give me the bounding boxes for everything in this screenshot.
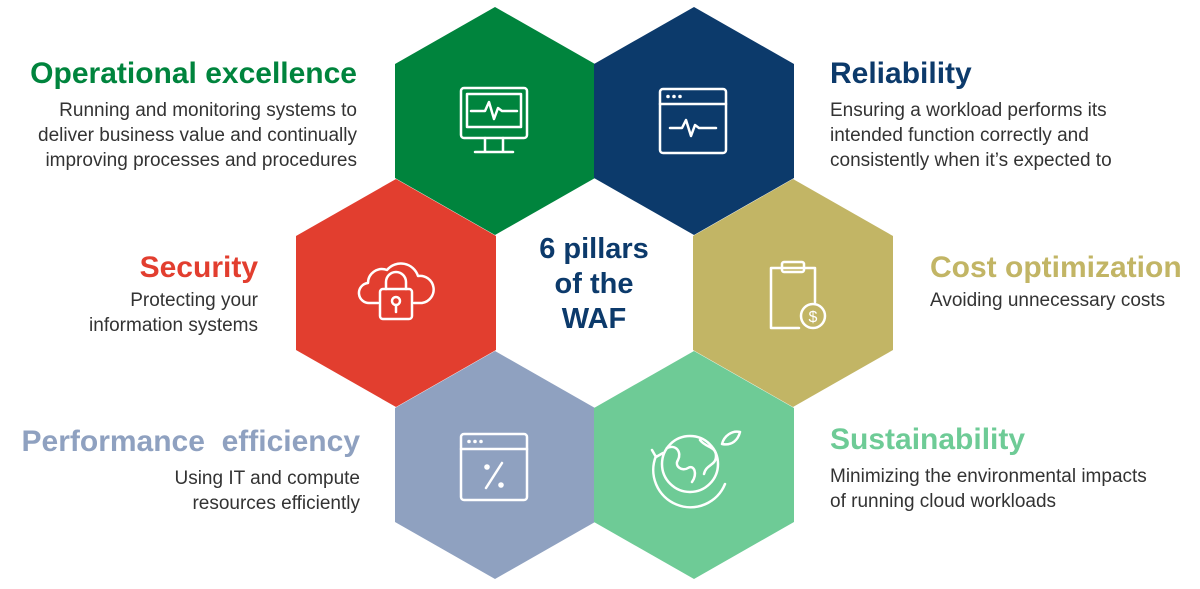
- pillar-title: Sustainability: [830, 423, 1026, 456]
- center-line-1: 6 pillars: [539, 233, 649, 265]
- desc-line: improving processes and procedures: [45, 150, 357, 171]
- pillar-title: Operational excellence: [30, 57, 357, 90]
- pillar-description: Running and monitoring systems to delive…: [30, 98, 357, 173]
- hex-sustainability: [594, 351, 794, 579]
- desc-line: Minimizing the environmental impacts: [830, 466, 1147, 487]
- pillar-performance-efficiency: Performance efficiency Using IT and comp…: [22, 424, 360, 516]
- desc-line: Running and monitoring systems to: [59, 100, 357, 121]
- pillar-reliability: Reliability Ensuring a workload performs…: [830, 56, 1112, 173]
- hex-reliability: [594, 7, 794, 235]
- desc-line: consistently when it’s expected to: [830, 150, 1112, 171]
- pillar-operational-excellence: Operational excellence Running and monit…: [30, 56, 357, 173]
- hex-security: [296, 179, 496, 407]
- pillar-title: Security: [139, 251, 258, 284]
- pillar-security: Security Protecting your information sys…: [89, 250, 258, 338]
- pillar-description: Using IT and compute resources efficient…: [22, 466, 360, 516]
- hex-operational-excellence: [395, 7, 595, 235]
- clipboard-dollar-icon: [769, 260, 827, 330]
- hex-performance-efficiency: [395, 351, 595, 579]
- dollar-glyph: $: [809, 309, 818, 326]
- desc-line: Ensuring a workload performs its: [830, 100, 1107, 121]
- desc-line: Avoiding unnecessary costs: [930, 290, 1166, 311]
- desc-line: Protecting your: [130, 290, 258, 311]
- window-pulse-icon: [658, 87, 728, 155]
- pillar-title: Reliability: [830, 57, 972, 90]
- pillar-cost-optimization: Cost optimization Avoiding unnecessary c…: [930, 250, 1182, 313]
- pillar-description: Protecting your information systems: [89, 288, 258, 338]
- desc-line: information systems: [89, 315, 258, 336]
- globe-leaf-icon: [650, 430, 742, 509]
- desc-line: of running cloud workloads: [830, 491, 1057, 512]
- hex-cost-optimization: $: [693, 179, 893, 407]
- pillar-title: Performance efficiency: [21, 425, 360, 458]
- center-line-3: WAF: [561, 303, 627, 335]
- pillar-description: Avoiding unnecessary costs: [930, 288, 1182, 313]
- desc-line: resources efficiently: [192, 493, 360, 514]
- desc-line: Using IT and compute: [174, 468, 360, 489]
- desc-line: deliver business value and continually: [38, 125, 357, 146]
- pillar-title: Cost optimization: [930, 251, 1182, 284]
- cloud-lock-icon: [357, 262, 435, 321]
- pillar-description: Ensuring a workload performs its intende…: [830, 98, 1112, 173]
- pillar-sustainability: Sustainability Minimizing the environmen…: [830, 422, 1147, 514]
- window-percent-icon: [459, 432, 529, 502]
- diagram-center-title: 6 pillars of the WAF: [500, 232, 688, 337]
- desc-line: intended function correctly and: [830, 125, 1089, 146]
- center-line-2: of the: [554, 268, 634, 300]
- pillar-description: Minimizing the environmental impacts of …: [830, 464, 1147, 514]
- monitor-pulse-icon: [459, 86, 529, 154]
